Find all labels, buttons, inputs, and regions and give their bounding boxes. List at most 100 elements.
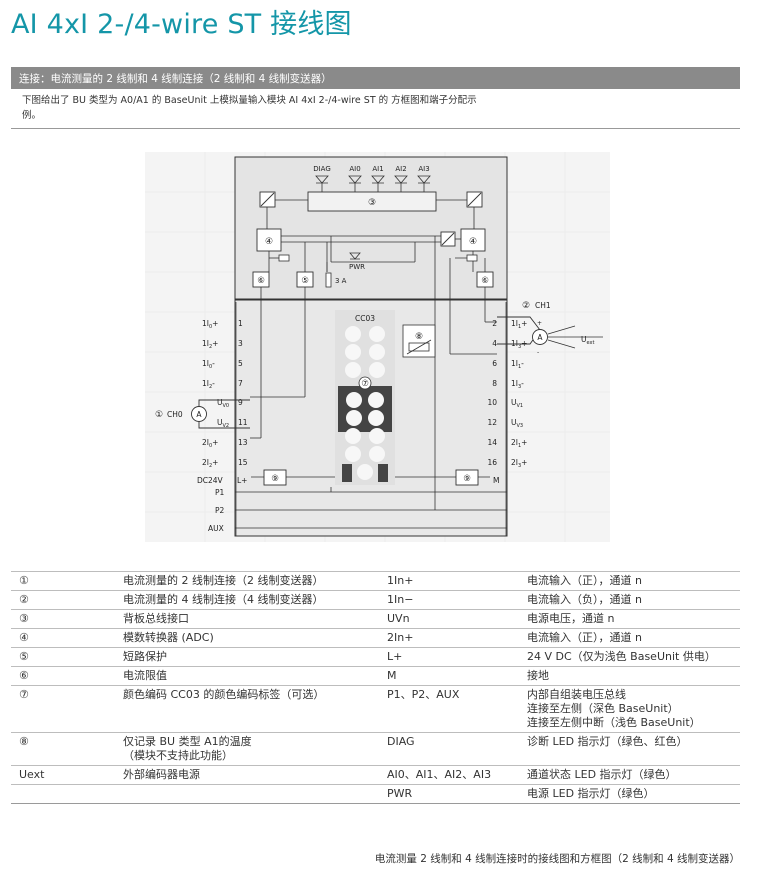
ch0-label: CH0 xyxy=(167,410,183,419)
right-label-5: UV3 xyxy=(511,418,523,429)
color-code-label-dark xyxy=(338,386,392,432)
right-pin-8: 8 xyxy=(492,379,497,388)
divider xyxy=(11,128,740,129)
left-pin-5: 5 xyxy=(238,359,243,368)
legend-cell-v1: 电流限值 xyxy=(115,666,379,686)
module-electronics xyxy=(234,156,508,300)
legend-cell-k2: UVn xyxy=(379,609,519,629)
legend-cell-v2: 电流输入（正），通道 n xyxy=(519,628,740,648)
legend-cell-k2: AI0、AI1、AI2、AI3 xyxy=(379,765,519,785)
ch0-ammeter-label: A xyxy=(196,410,202,419)
legend-cell-k1: ② xyxy=(11,590,115,610)
legend-cell-k2: DIAG xyxy=(379,732,519,766)
wiring-diagram: DIAG AI0 AI1 AI2 AI3 ③ ④ ④ xyxy=(145,152,610,542)
internal-wiring xyxy=(268,235,497,487)
legend-cell-k1 xyxy=(11,784,115,804)
left-pin-3: 3 xyxy=(238,339,243,348)
legend-cell-k2: L+ xyxy=(379,647,519,667)
right-pin-10: 10 xyxy=(487,398,497,407)
legend-cell-v1 xyxy=(115,784,379,804)
left-label-0: 1I0+ xyxy=(202,319,218,330)
cc03-label: CC03 xyxy=(355,314,375,323)
thermistor-icon xyxy=(408,342,430,352)
section-header: 连接：电流测量的 2 线制和 4 线制连接（2 线制和 4 线制变送器） xyxy=(11,67,740,89)
uext-label: Uext xyxy=(581,335,594,346)
right-pin-12: 12 xyxy=(487,418,497,427)
fuse-icon xyxy=(325,272,332,288)
ch1-transmitter: ② CH1 A + - Uext xyxy=(497,301,603,356)
base-unit-outline xyxy=(234,299,508,537)
legend-cell-v1: 颜色编码 CC03 的颜色编码标签（可选） xyxy=(115,685,379,733)
right-label-1: 1I3+ xyxy=(511,339,527,350)
bus-aux-label: AUX xyxy=(208,524,224,533)
led-label-ai1: AI1 xyxy=(372,165,383,173)
marker-7-badge xyxy=(358,376,372,390)
marker-5: ⑤ xyxy=(301,276,309,286)
backplane-interface-box xyxy=(307,191,437,212)
right-label-2: 1I1- xyxy=(511,359,524,370)
led-label-ai0: AI0 xyxy=(349,165,360,173)
ch1-minus-sign: - xyxy=(537,349,539,356)
color-code-terminals-upper xyxy=(345,326,385,378)
supply-terminals: DC24V L+ ⑨ ⑨ M xyxy=(197,469,499,486)
bus-p1-label: P1 xyxy=(215,488,225,497)
legend-cell-v2: 内部自组装电压总线 连接至左侧（深色 BaseUnit） 连接至左侧中断（浅色 … xyxy=(519,685,740,733)
right-pin-2: 2 xyxy=(492,319,497,328)
page-title: AI 4xI 2-/4-wire ST 接线图 xyxy=(11,9,352,40)
voltage-buses xyxy=(235,487,507,529)
legend-cell-k1: ⑥ xyxy=(11,666,115,686)
left-label-7: 2I2+ xyxy=(202,458,218,469)
right-terminal-block: 2 4 6 8 10 12 14 16 1I1+ 1I3+ 1I1- 1I3- … xyxy=(487,302,527,536)
right-label-0: 1I1+ xyxy=(511,319,527,330)
left-pin-11: 11 xyxy=(238,418,248,427)
marker-4-left: ④ xyxy=(265,237,273,247)
legend-cell-k1: ① xyxy=(11,571,115,591)
legend-cell-k1: ⑤ xyxy=(11,647,115,667)
intro-text: 下图给出了 BU 类型为 A0/A1 的 BaseUnit 上模拟量输入模块 A… xyxy=(22,95,477,121)
right-pin-6: 6 xyxy=(492,359,497,368)
marker-6-left: ⑥ xyxy=(257,276,265,286)
marker-4-right: ④ xyxy=(469,237,477,247)
right-label-4: UV1 xyxy=(511,398,523,409)
legend-cell-v2: 电流输入（负），通道 n xyxy=(519,590,740,610)
color-code-bar-left xyxy=(342,464,352,482)
marker-1: ① xyxy=(155,410,163,420)
legend-cell-k1: Uext xyxy=(11,765,115,785)
right-label-7: 2I3+ xyxy=(511,458,527,469)
l-plus-pin: L+ xyxy=(237,476,247,485)
left-label-1: 1I2+ xyxy=(202,339,218,350)
ch1-label: CH1 xyxy=(535,301,551,310)
color-code-terminals-mid xyxy=(346,392,384,426)
color-code-terminals-lower xyxy=(345,428,385,462)
ch0-ammeter-icon xyxy=(191,406,207,422)
bus-p2-label: P2 xyxy=(215,506,225,515)
legend-cell-v1: 模数转换器 (ADC) xyxy=(115,628,379,648)
right-pin-4: 4 xyxy=(492,339,497,348)
supply-block-right xyxy=(455,469,479,486)
marker-3: ③ xyxy=(368,198,376,208)
ch1-ammeter-label: A xyxy=(537,333,543,342)
figure-caption: 电流测量 2 线制和 4 线制连接时的接线图和方框图（2 线制和 4 线制变送器… xyxy=(374,853,740,865)
left-label-6: 2I0+ xyxy=(202,438,218,449)
right-label-6: 2I1+ xyxy=(511,438,527,449)
legend-cell-v2: 电源电压，通道 n xyxy=(519,609,740,629)
left-pin-9: 9 xyxy=(238,398,243,407)
right-pin-14: 14 xyxy=(487,438,497,447)
left-pin-13: 13 xyxy=(238,438,248,447)
resistor-right xyxy=(466,254,478,262)
marker-8: ⑧ xyxy=(415,332,423,342)
marker-7: ⑦ xyxy=(361,379,369,389)
left-label-3: 1I2- xyxy=(202,379,215,390)
supply-block-left xyxy=(263,469,287,486)
left-label-5: UV2 xyxy=(217,418,229,429)
